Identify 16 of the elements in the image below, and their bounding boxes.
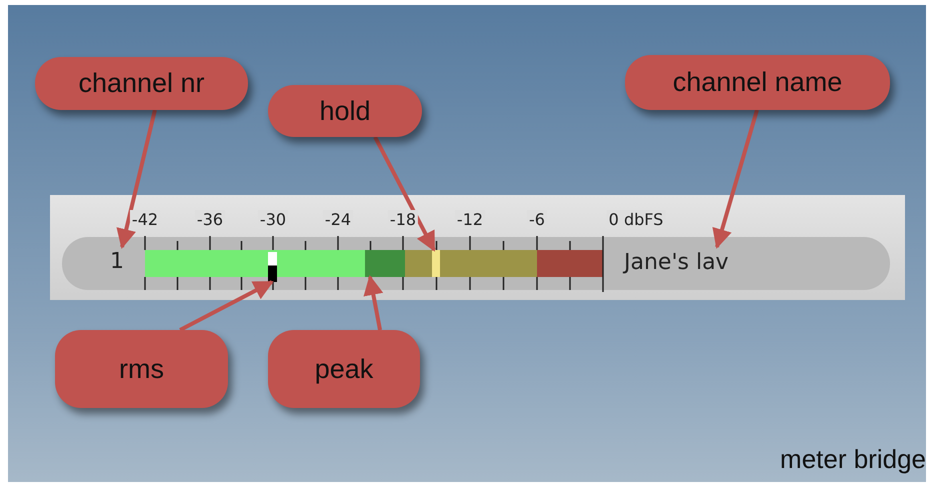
- rms-marker: [268, 252, 277, 282]
- peak-segment: [365, 250, 405, 277]
- callout-bubble: channel nr: [35, 57, 248, 110]
- channel-name: Jane's lav: [624, 247, 764, 277]
- arrow: [364, 275, 384, 330]
- channel-number: 1: [110, 247, 130, 275]
- callout-bubble: rms: [55, 330, 228, 408]
- callout-bubble: hold: [268, 85, 422, 137]
- caption: meter bridge: [780, 444, 926, 475]
- hold-marker: [432, 250, 440, 277]
- arrow: [179, 280, 274, 332]
- arrow: [712, 109, 759, 249]
- arrow: [373, 136, 436, 252]
- arrow: [116, 110, 157, 249]
- callout-bubble: channel name: [625, 55, 890, 110]
- callout-bubble: peak: [268, 330, 420, 408]
